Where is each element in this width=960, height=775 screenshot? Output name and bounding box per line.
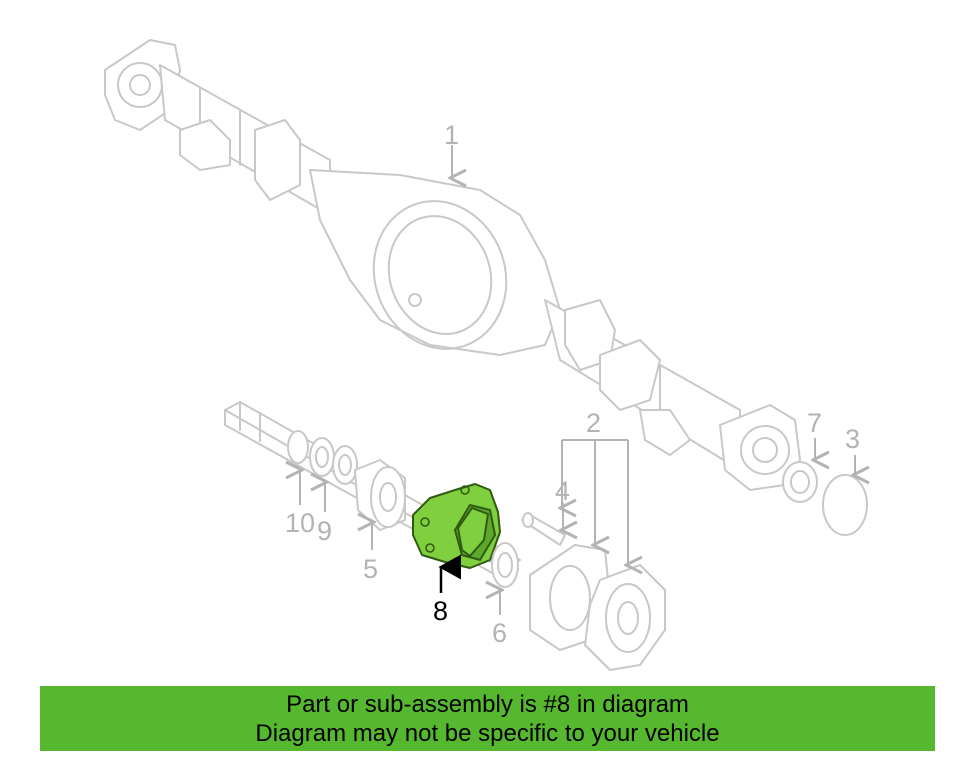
part-9-ring [309,437,358,485]
info-banner: Part or sub-assembly is #8 in diagram Di… [40,686,935,751]
part-10-retainer [287,430,309,464]
part-2-hub [529,544,666,671]
callout-9: 9 [317,516,332,546]
callout-5: 5 [363,554,378,584]
callout-4: 4 [555,476,570,506]
callout-1: 1 [444,120,459,150]
callout-labels: 1 2 3 4 5 6 7 8 9 10 [285,120,860,648]
part-8-highlighted [412,483,501,569]
axle-exploded-diagram: 1 2 3 4 5 6 7 8 9 10 [104,39,960,671]
banner-line-2: Diagram may not be specific to your vehi… [255,720,720,747]
callout-10: 10 [285,508,315,538]
part-5-bearing [354,459,406,531]
part-4-bolt [521,512,566,546]
callout-7: 7 [807,408,822,438]
banner-line-1: Part or sub-assembly is #8 in diagram [286,691,689,718]
callout-3: 3 [845,424,860,454]
callout-8: 8 [433,596,448,626]
callout-2: 2 [586,408,601,438]
part-3-o-ring [822,474,868,536]
part-6-collar [491,542,519,588]
part-7-seal [782,461,818,503]
axle-housing [104,39,801,491]
leader-lines [300,145,855,615]
callout-6: 6 [492,618,507,648]
